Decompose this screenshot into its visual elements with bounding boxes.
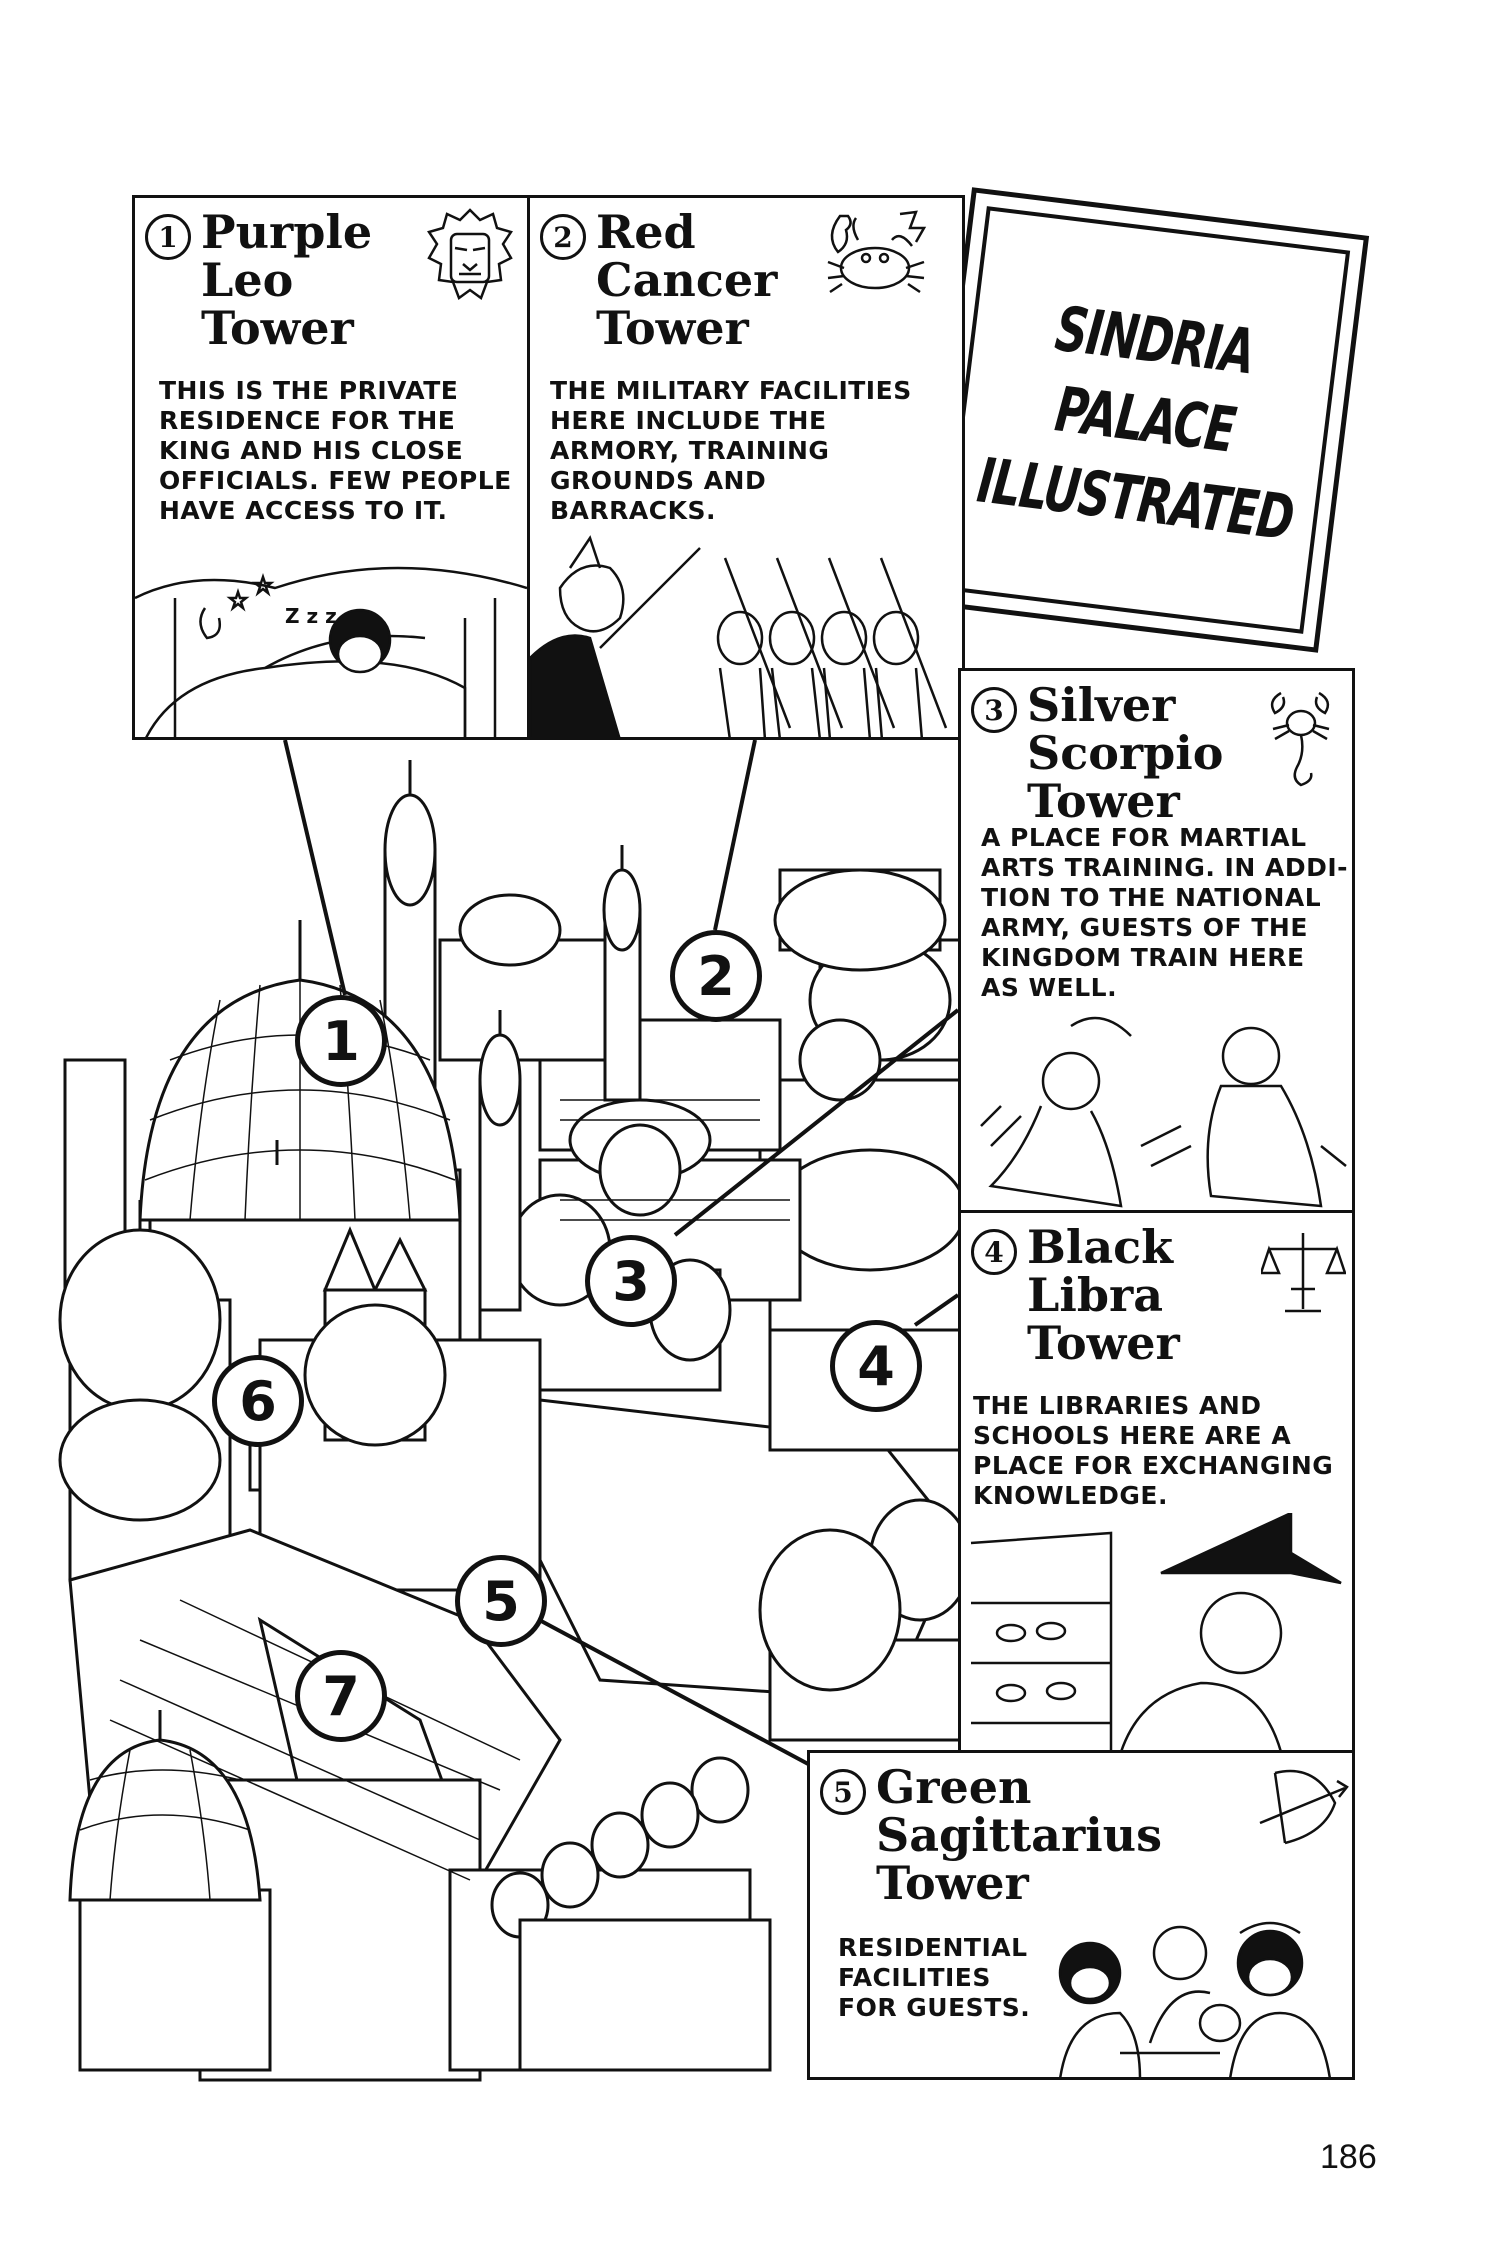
panel-title: Green Sagittarius Tower	[876, 1760, 1163, 1910]
panel-description: THE LIBRARIES AND SCHOOLS HERE ARE A PLA…	[973, 1391, 1334, 1510]
panel-purple-leo-tower: 1 Purple Leo Tower THIS IS THE PRIVATE R…	[132, 195, 530, 740]
sleeping-king-art: Z z z	[135, 566, 527, 737]
panel-number: 3	[971, 687, 1017, 733]
crab-icon	[827, 210, 927, 294]
panel-number: 1	[145, 214, 191, 260]
scales-icon	[1261, 1233, 1346, 1313]
map-marker-7: 7	[295, 1650, 387, 1742]
scorpion-icon	[1270, 691, 1330, 787]
panel-number: 2	[540, 214, 586, 260]
panel-title: Red Cancer Tower	[596, 205, 778, 355]
panel-description: A PLACE FOR MARTIAL ARTS TRAINING. IN AD…	[981, 823, 1349, 1002]
panel-title: Black Libra Tower	[1027, 1220, 1180, 1370]
panel-green-sagittarius-tower: 5 Green Sagittarius Tower RESIDENTIAL FA…	[807, 1750, 1355, 2080]
panel-number: 5	[820, 1769, 866, 1815]
page-number: 186	[1320, 2138, 1377, 2176]
map-marker-2: 2	[670, 930, 762, 1022]
panel-title: Silver Scorpio Tower	[1027, 678, 1224, 828]
soldiers-art	[530, 535, 948, 737]
sleep-zzz: Z z z	[285, 604, 337, 628]
lion-icon	[427, 208, 513, 300]
panel-description: THIS IS THE PRIVATE RESIDENCE FOR THE KI…	[159, 376, 512, 525]
map-marker-5: 5	[455, 1555, 547, 1647]
guests-art	[1058, 1921, 1331, 2077]
panel-black-libra-tower: 4 Black Libra Tower THE LIBRARIES AND SC…	[958, 1210, 1355, 1755]
sign-title: SINDRIA PALACE ILLUSTRATED	[973, 291, 1297, 555]
panel-title: Purple Leo Tower	[201, 205, 373, 355]
panel-description: RESIDENTIAL FACILITIES FOR GUESTS.	[838, 1933, 1031, 2022]
panel-red-cancer-tower: 2 Red Cancer Tower THE MILITARY FACILITI…	[527, 195, 965, 740]
map-marker-3: 3	[585, 1235, 677, 1327]
panel-number: 4	[971, 1229, 1017, 1275]
map-marker-4: 4	[830, 1320, 922, 1412]
panel-silver-scorpio-tower: 3 Silver Scorpio Tower A PLACE FOR MARTI…	[958, 668, 1355, 1213]
panel-description: THE MILITARY FACILITIES HERE INCLUDE THE…	[550, 376, 912, 525]
title-sign: SINDRIA PALACE ILLUSTRATED	[920, 187, 1370, 653]
martial-arts-art	[980, 1016, 1347, 1208]
bow-arrow-icon	[1259, 1769, 1349, 1845]
library-witch-art	[970, 1513, 1342, 1752]
map-marker-1: 1	[295, 995, 387, 1087]
map-marker-6: 6	[212, 1355, 304, 1447]
